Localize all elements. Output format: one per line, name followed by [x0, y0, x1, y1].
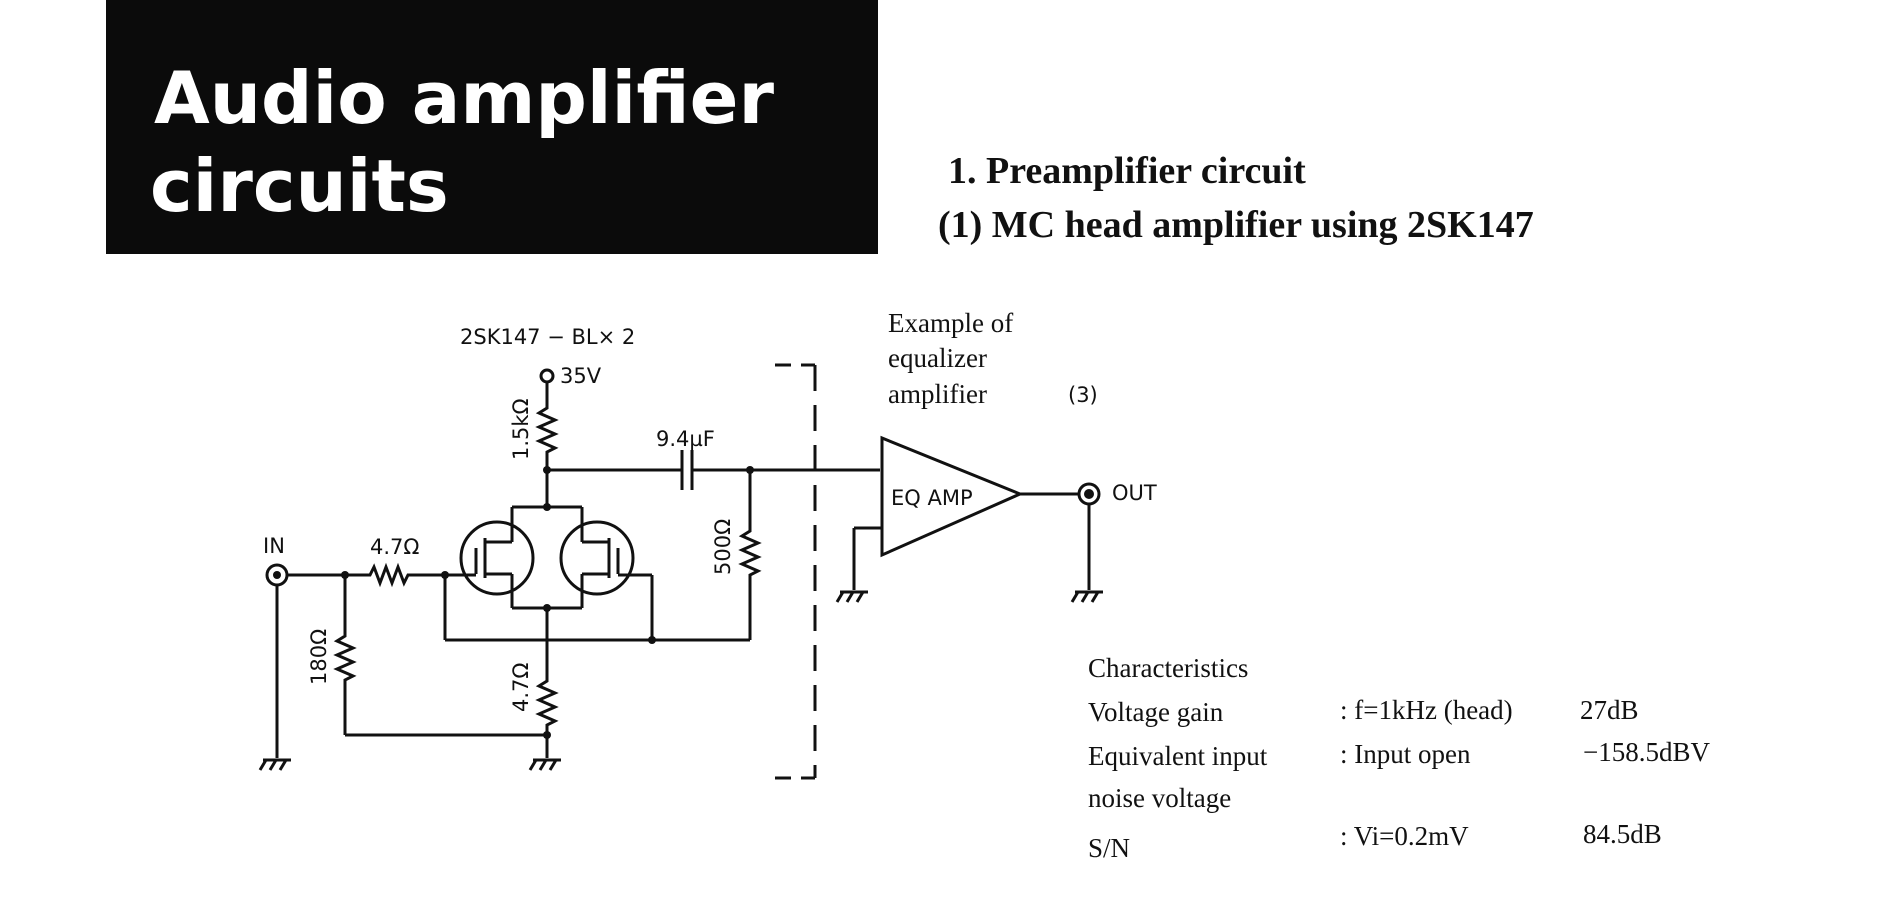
eq-note-line-1: Example of — [888, 308, 1013, 338]
input-series-resistor — [365, 562, 445, 588]
section-heading: 1. Preamplifier circuit — [948, 150, 1306, 192]
title-block: Audio amplifier circuits — [106, 0, 878, 254]
char-condition: : Input open — [1340, 739, 1471, 769]
char-name: Voltage gain — [1088, 697, 1224, 727]
input-shunt-resistor — [333, 630, 357, 735]
source-resistor-label: 4.7Ω — [509, 663, 533, 712]
char-name: S/N — [1088, 833, 1131, 863]
input-label: IN — [263, 534, 285, 558]
fet-label: 2SK147 − BL× 2 — [460, 325, 635, 349]
char-value: −158.5dBV — [1583, 737, 1710, 767]
char-name: Equivalent input — [1088, 741, 1268, 771]
char-condition: : f=1kHz (head) — [1340, 695, 1513, 725]
cap-label: 9.4µF — [656, 427, 715, 451]
eq-amp-triangle — [880, 435, 1024, 558]
fet-1 — [459, 520, 535, 596]
input-series-resistor-label: 4.7Ω — [370, 535, 419, 559]
char-value: 27dB — [1580, 695, 1639, 725]
eq-ref-label: (3) — [1068, 383, 1098, 407]
drain-resistor — [535, 402, 559, 470]
fet-2 — [559, 520, 635, 596]
subsection-heading: (1) MC head amplifier using 2SK147 — [938, 204, 1534, 246]
characteristics-title: Characteristics — [1088, 653, 1249, 683]
input-shunt-resistor-label: 180Ω — [307, 629, 331, 685]
eq-amp-label: EQ AMP — [891, 486, 973, 510]
title-line-2: circuits — [150, 144, 449, 228]
drain-resistor-label: 1.5kΩ — [509, 398, 533, 460]
supply-terminal — [539, 368, 555, 384]
char-name: noise voltage — [1088, 783, 1232, 813]
output-resistor — [738, 525, 762, 640]
eq-note-line-3: amplifier — [888, 379, 987, 409]
title-line-1: Audio amplifier — [154, 56, 774, 140]
output-label: OUT — [1112, 481, 1157, 505]
supply-label: 35V — [560, 364, 602, 388]
source-resistor — [535, 675, 559, 758]
char-value: 84.5dB — [1583, 819, 1662, 849]
eq-note-line-2: equalizer — [888, 343, 987, 373]
char-condition: : Vi=0.2mV — [1340, 821, 1469, 851]
output-resistor-label: 500Ω — [711, 519, 735, 575]
